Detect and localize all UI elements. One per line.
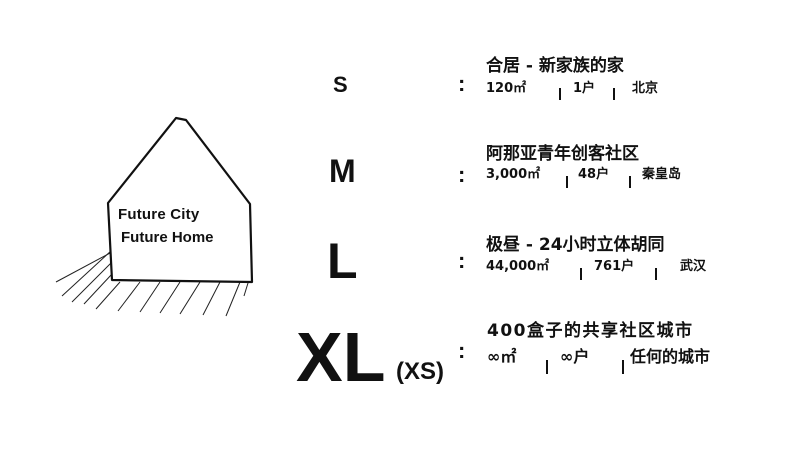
project-place-l: 武汉	[680, 259, 707, 274]
separator-s-1	[559, 88, 561, 100]
project-units-xl: ∞户	[560, 347, 590, 366]
project-area-l: 44,000㎡	[486, 259, 550, 274]
separator-m-1	[566, 176, 568, 188]
project-title-l: 极昼 - 24小时立体胡同	[486, 235, 665, 255]
house-outline	[106, 116, 254, 284]
project-units-s: 1户	[573, 81, 596, 96]
separator-xl-2	[622, 360, 624, 374]
separator-s-2	[613, 88, 615, 100]
project-title-m: 阿那亚青年创客社区	[486, 144, 639, 164]
separator-m-2	[629, 176, 631, 188]
project-units-m: 48户	[578, 167, 610, 182]
size-label-m: M	[329, 153, 356, 189]
house-label-line-1: Future City	[118, 206, 200, 223]
project-place-s: 北京	[632, 81, 659, 96]
house-sketch	[55, 116, 254, 317]
project-title-xl: 400盒子的共享社区城市	[487, 321, 694, 341]
project-place-xl: 任何的城市	[630, 347, 711, 366]
size-label-s: S	[333, 72, 348, 97]
separator-l-1	[580, 268, 582, 280]
project-units-l: 761户	[594, 259, 635, 274]
project-place-m: 秦皇岛	[642, 167, 682, 182]
project-area-xl: ∞㎡	[487, 347, 517, 366]
size-label-xl: XL	[296, 318, 386, 396]
project-area-m: 3,000㎡	[486, 167, 541, 182]
project-title-s: 合居 - 新家族的家	[486, 56, 624, 76]
project-area-s: 120㎡	[486, 81, 527, 96]
separator-l-2	[655, 268, 657, 280]
size-label-xs-suffix: (XS)	[396, 358, 444, 385]
colon-l: :	[458, 248, 466, 273]
size-label-l: L	[327, 233, 358, 289]
colon-xl: :	[458, 338, 466, 363]
colon-s: :	[458, 71, 466, 96]
separator-xl-1	[546, 360, 548, 374]
house-label-line-2: Future Home	[121, 229, 214, 246]
colon-m: :	[458, 162, 466, 187]
